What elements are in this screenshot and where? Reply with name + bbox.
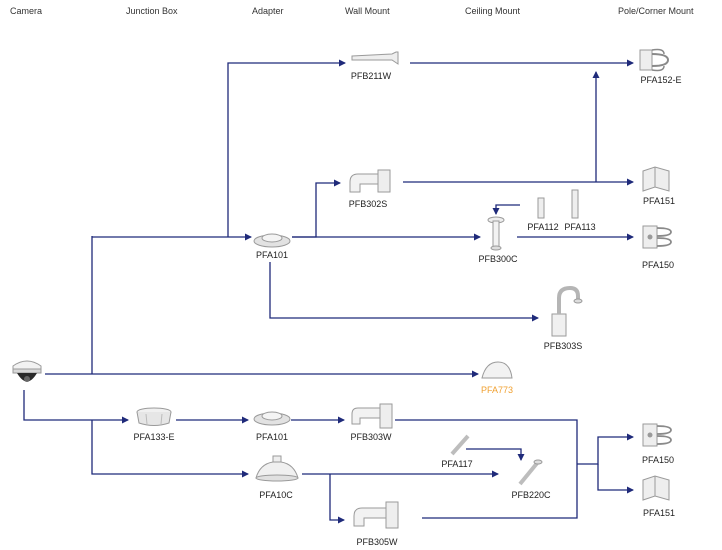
- corner-mount-icon: [642, 166, 670, 192]
- label-pfb300c: PFB300C: [478, 254, 518, 264]
- connector-to-pfb211w: [227, 59, 346, 237]
- extension-pole-icon: [537, 197, 545, 219]
- junction-box-icon: [136, 407, 172, 426]
- connector-to-pfa10c: [91, 420, 249, 478]
- label-pfa112: PFA112: [527, 222, 559, 232]
- product-pfb303w[interactable]: [348, 402, 394, 430]
- product-pfa773[interactable]: [480, 360, 514, 380]
- gooseneck-mount-icon: [551, 285, 583, 337]
- wall-arm-mount-icon: [349, 169, 391, 193]
- column-header-adapter: Adapter: [252, 6, 284, 16]
- dome-camera-icon: [12, 360, 42, 382]
- product-pfa151-bottom[interactable]: [639, 474, 673, 502]
- column-header-camera: Camera: [10, 6, 43, 16]
- connector-camera-bottom-trunk: [23, 390, 129, 424]
- pendant-cover-icon: [481, 361, 513, 379]
- product-pfa101-top[interactable]: [252, 230, 292, 248]
- connector-pfb303w-to-poles: [395, 419, 578, 519]
- connector-pole-split-lower: [597, 464, 634, 494]
- product-pfa133e[interactable]: [134, 406, 174, 428]
- connector-pfa117-to-pfb220c: [466, 448, 525, 461]
- pole-mount-icon: [642, 225, 672, 249]
- product-pfb303s[interactable]: [544, 284, 584, 340]
- label-pfa773: PFA773: [480, 385, 514, 395]
- connector-pfa101-to-pfb303s: [269, 262, 539, 322]
- label-pfa152e: PFA152-E: [640, 75, 682, 85]
- connector-pfa112-to-pfb300c: [492, 204, 520, 215]
- product-pfa101-bottom[interactable]: [252, 408, 292, 426]
- label-pfa101-bottom: PFA101: [255, 432, 289, 442]
- label-pfb220c: PFB220C: [511, 490, 551, 500]
- extension-pole-icon: [571, 189, 579, 219]
- product-pfb220c[interactable]: [514, 458, 544, 488]
- column-header-wall-mount: Wall Mount: [345, 6, 390, 16]
- product-pfb300c[interactable]: [486, 216, 506, 252]
- pole-mount-icon: [642, 423, 672, 447]
- label-pfb302s: PFB302S: [348, 199, 388, 209]
- label-pfa150-top: PFA150: [641, 260, 675, 270]
- product-pfa150-bottom[interactable]: [639, 420, 673, 450]
- wall-mount-icon: [353, 501, 399, 529]
- product-pfa112[interactable]: [536, 196, 546, 220]
- wall-mount-icon: [351, 403, 393, 429]
- extension-pole-icon: [450, 434, 470, 456]
- label-pfb303s: PFB303S: [543, 341, 583, 351]
- ceiling-pendant-icon: [518, 459, 543, 486]
- adapter-plate-icon: [253, 411, 291, 426]
- pendant-adapter-icon: [255, 455, 299, 482]
- label-pfa151-bottom: PFA151: [642, 508, 676, 518]
- product-pfa10c[interactable]: [252, 454, 302, 484]
- corner-mount-icon: [642, 475, 670, 501]
- product-camera[interactable]: [10, 356, 44, 388]
- connector-pfa101-to-pfb302s: [292, 179, 341, 238]
- product-pfb302s[interactable]: [344, 166, 394, 196]
- connector-pfa10c-to-pfb305w: [329, 474, 345, 524]
- label-pfa113: PFA113: [564, 222, 596, 232]
- column-header-pole-corner-mount: Pole/Corner Mount: [618, 6, 694, 16]
- product-pfa117[interactable]: [448, 432, 472, 458]
- column-header-ceiling-mount: Ceiling Mount: [465, 6, 521, 16]
- connector-pole-split: [577, 433, 634, 465]
- wall-mount-bracket-icon: [351, 51, 399, 65]
- product-pfb211w[interactable]: [350, 50, 400, 66]
- label-pfb305w: PFB305W: [356, 537, 398, 547]
- label-pfa151-top: PFA151: [642, 196, 676, 206]
- label-pfa10c: PFA10C: [259, 490, 293, 500]
- product-pfa152e[interactable]: [638, 46, 672, 74]
- label-pfa101-top: PFA101: [255, 250, 289, 260]
- label-pfa133e: PFA133-E: [133, 432, 175, 442]
- product-pfa113[interactable]: [570, 188, 580, 220]
- label-pfb303w: PFB303W: [350, 432, 392, 442]
- ceiling-mount-icon: [487, 216, 505, 251]
- product-pfa151-top[interactable]: [639, 165, 673, 193]
- label-pfa117: PFA117: [441, 459, 473, 469]
- product-pfa150-top[interactable]: [639, 222, 673, 252]
- adapter-plate-icon: [253, 233, 291, 248]
- column-header-junction-box: Junction Box: [126, 6, 178, 16]
- pole-mount-icon: [639, 48, 670, 72]
- product-pfb305w[interactable]: [350, 500, 400, 532]
- label-pfa150-bottom: PFA150: [641, 455, 675, 465]
- label-pfb211w: PFB211W: [350, 71, 392, 81]
